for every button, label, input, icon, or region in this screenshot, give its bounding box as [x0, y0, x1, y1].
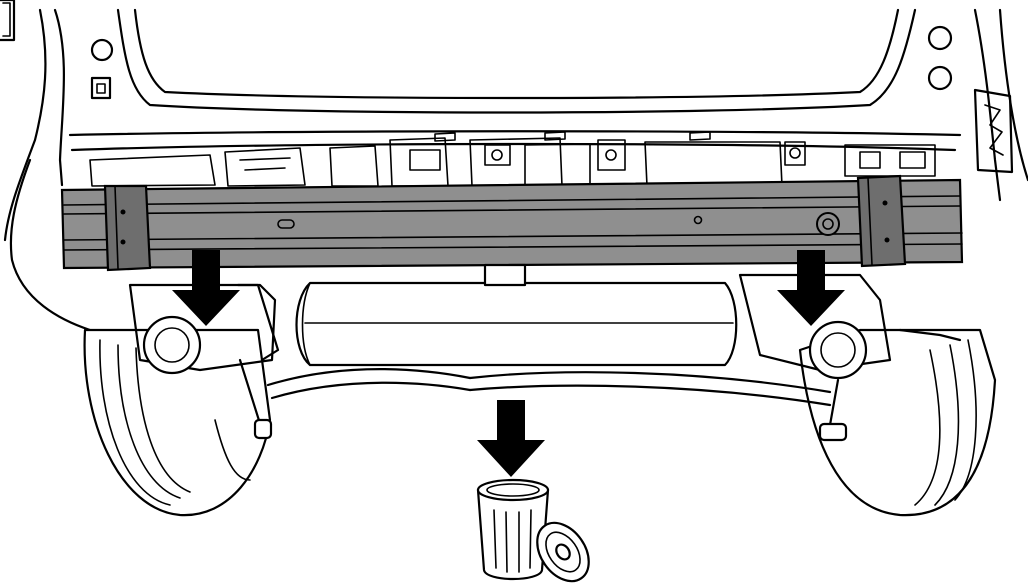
exhaust-muffler [295, 263, 738, 367]
rear-panel-brackets [89, 131, 936, 187]
vehicle-body [3, 8, 1028, 332]
left-down-arrow-icon [172, 250, 240, 326]
trash-can-icon [476, 478, 590, 583]
corner-frame-fragment [0, 0, 16, 42]
center-down-arrow-icon [477, 400, 545, 477]
right-down-arrow-icon [777, 250, 845, 326]
rear-suspension [128, 273, 962, 442]
rear-bumper-beam [60, 174, 964, 272]
left-rear-tire [83, 328, 272, 517]
